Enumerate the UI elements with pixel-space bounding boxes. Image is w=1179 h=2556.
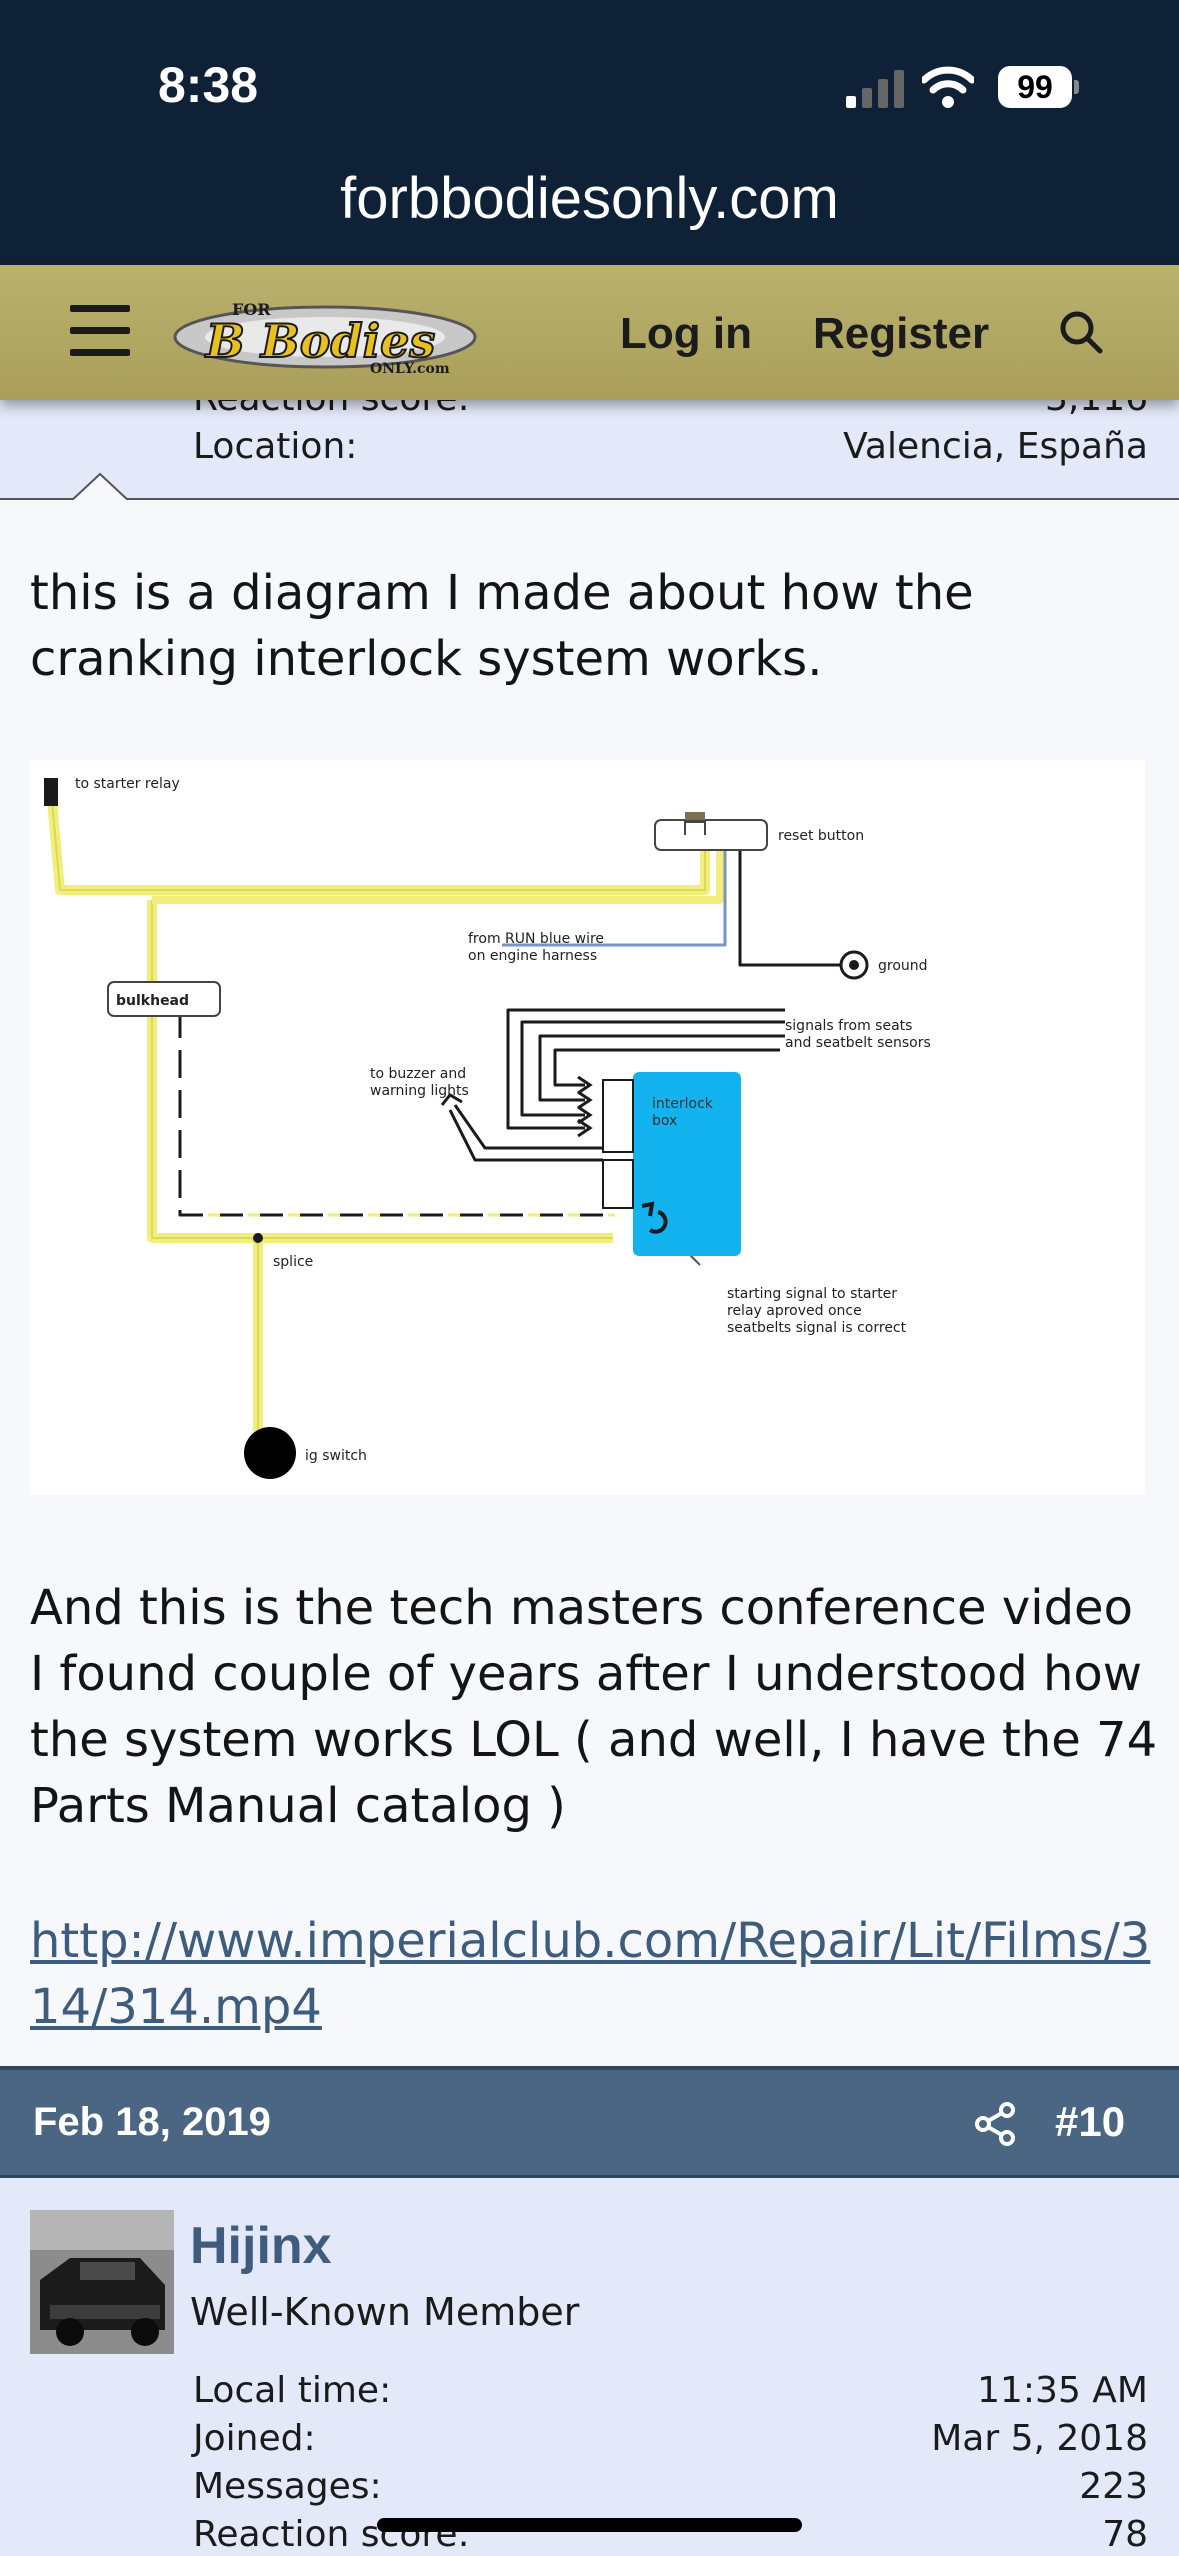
- label-bulkhead: bulkhead: [116, 993, 189, 1009]
- svg-text:ONLY.com: ONLY.com: [370, 361, 450, 377]
- label-ig-switch: ig switch: [305, 1448, 367, 1464]
- svg-text:B Bodies: B Bodies: [204, 314, 435, 368]
- post-date[interactable]: Feb 18, 2019: [33, 2100, 271, 2144]
- user-title: Well-Known Member: [190, 2290, 580, 2334]
- label-buzzer-1: to buzzer and: [370, 1066, 466, 1082]
- share-icon[interactable]: [975, 2102, 1017, 2146]
- label-run-wire-2: on engine harness: [468, 948, 597, 964]
- status-time: 8:38: [158, 57, 259, 113]
- video-link[interactable]: http://www.imperialclub.com/Repair/Lit/F…: [30, 1913, 1151, 2035]
- message-user-info-2: Hijinx Well-Known Member Local time: 11:…: [0, 2178, 1179, 2556]
- post-number[interactable]: #10: [1055, 2098, 1126, 2145]
- label-starting-3: seatbelts signal is correct: [727, 1320, 907, 1336]
- username[interactable]: Hijinx: [190, 2217, 332, 2275]
- url-bar[interactable]: forbbodiesonly.com: [340, 166, 839, 231]
- battery-icon: 99: [998, 66, 1079, 108]
- label-buzzer-2: warning lights: [370, 1083, 469, 1099]
- post-text-2: And this is the tech masters conference …: [30, 1580, 1158, 1834]
- interlock-diagram-image: to starter relay reset button from RUN b…: [30, 760, 1145, 1495]
- site-logo[interactable]: FOR B Bodies ONLY.com: [170, 285, 480, 383]
- register-button[interactable]: Register: [813, 309, 990, 358]
- location-row: Location: Valencia, España: [193, 426, 1148, 467]
- user-stat-row: Local time: 11:35 AM: [193, 2370, 1148, 2411]
- label-reset-button: reset button: [778, 828, 864, 844]
- message-user-info: Reaction score: 3,116 Location: Valencia…: [0, 378, 1179, 500]
- browser-top-bar: 8:38 99 forbbodiesonly.com: [0, 0, 1179, 265]
- svg-text:FOR: FOR: [232, 300, 271, 319]
- label-interlock-1: interlock: [652, 1096, 714, 1112]
- wifi-icon: [922, 66, 974, 108]
- search-icon[interactable]: [1058, 309, 1104, 355]
- label-run-wire-1: from RUN blue wire: [468, 931, 604, 947]
- label-starting-1: starting signal to starter: [727, 1286, 897, 1302]
- battery-level: 99: [998, 66, 1072, 108]
- user-stat-row: Joined: Mar 5, 2018: [193, 2418, 1148, 2459]
- avatar[interactable]: [30, 2210, 174, 2354]
- label-interlock-2: box: [652, 1113, 677, 1129]
- login-button[interactable]: Log in: [620, 309, 752, 358]
- label-starter-relay: to starter relay: [75, 776, 180, 792]
- site-header: FOR B Bodies ONLY.com Log in Register: [0, 265, 1179, 400]
- label-splice: splice: [273, 1254, 313, 1270]
- user-stat-row: Messages: 223: [193, 2466, 1148, 2507]
- label-signals-2: and seatbelt sensors: [785, 1035, 931, 1051]
- post-header-bar: Feb 18, 2019 #10: [0, 2066, 1179, 2178]
- post-text: this is a diagram I made about how the c…: [30, 565, 974, 687]
- home-indicator[interactable]: [377, 2518, 802, 2532]
- menu-icon[interactable]: [70, 305, 130, 357]
- label-signals-1: signals from seats: [785, 1018, 912, 1034]
- label-starting-2: relay aproved once: [727, 1303, 862, 1319]
- label-ground: ground: [878, 958, 928, 974]
- cellular-signal-icon: [846, 70, 904, 108]
- user-arrow-icon: [70, 472, 130, 502]
